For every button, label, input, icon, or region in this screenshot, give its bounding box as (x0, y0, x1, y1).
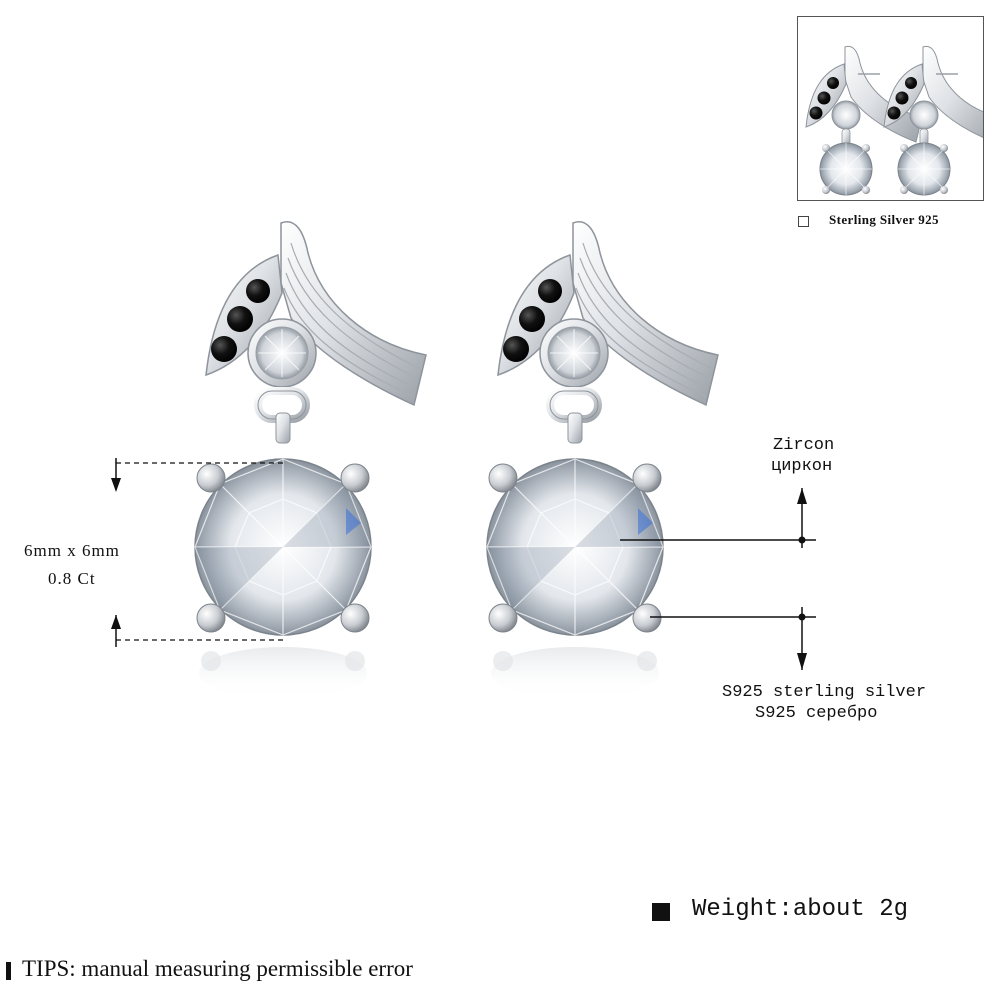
variant-thumbnail-image (805, 45, 983, 196)
tips-bullet-icon (6, 962, 11, 980)
left-earring (195, 222, 426, 699)
variant-thumbnail[interactable] (797, 16, 984, 201)
silver-label: S925 sterling silver (722, 683, 927, 702)
silver-callout-line (650, 607, 816, 670)
variant-checkbox[interactable] (798, 216, 809, 227)
right-earring (487, 222, 718, 699)
weight-label: Weight:about 2g (692, 896, 909, 923)
tips-text: TIPS: manual measuring permissible error (22, 956, 413, 981)
zircon-callout-line (620, 488, 816, 548)
silver-label-ru: S925 серебро (755, 704, 878, 723)
weight-bullet-icon (652, 903, 670, 921)
size-measurement-lines (111, 458, 285, 647)
carat-label: 0.8 Ct (48, 569, 96, 588)
variant-label: Sterling Silver 925 (829, 212, 939, 227)
zircon-label-ru: циркон (771, 457, 833, 476)
zircon-label: Zircon (773, 436, 835, 455)
stone-size-label: 6mm x 6mm (24, 541, 120, 560)
